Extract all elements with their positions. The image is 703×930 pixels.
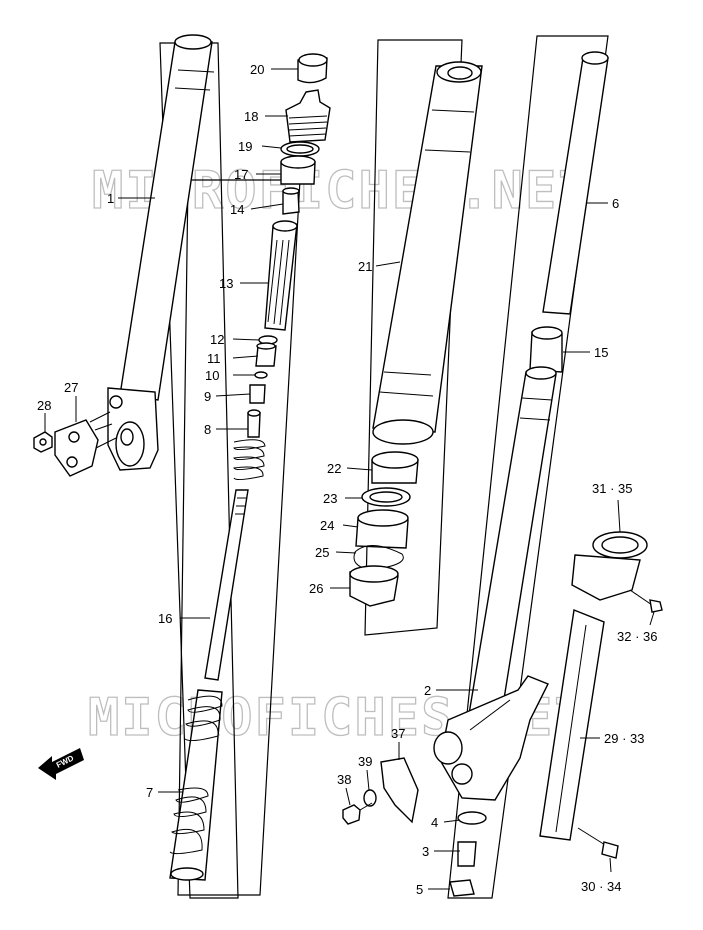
fork-guard-29 — [539, 609, 605, 841]
callout-11: 11 — [207, 351, 221, 366]
ring-10 — [254, 371, 268, 379]
callout-30-34: 30 · 34 — [581, 879, 621, 894]
callout-18: 18 — [244, 109, 258, 124]
nut-28 — [33, 431, 53, 453]
o-ring-19 — [280, 141, 320, 157]
clamp-31 — [571, 531, 648, 601]
callout-2: 2 — [424, 683, 431, 698]
fork-tube-21 — [372, 61, 483, 445]
callout-labels: 1 2 3 4 5 6 7 8 9 10 11 12 13 14 15 16 1… — [37, 62, 657, 897]
nut-5 — [449, 879, 475, 897]
cylinder-7 — [169, 689, 223, 881]
callout-39: 39 — [358, 754, 372, 769]
washer-23 — [361, 487, 411, 507]
callout-4: 4 — [431, 815, 438, 830]
fwd-arrow-icon: FWD — [38, 748, 84, 780]
callout-32-36: 32 · 36 — [617, 629, 657, 644]
callout-38: 38 — [337, 772, 351, 787]
bolt-3 — [457, 841, 477, 867]
callout-16: 16 — [158, 611, 172, 626]
oil-seal-24 — [355, 509, 409, 549]
axle-bracket — [433, 675, 549, 801]
washer-39 — [363, 789, 377, 807]
callout-29-33: 29 · 33 — [604, 731, 644, 746]
callout-7: 7 — [146, 785, 153, 800]
callout-23: 23 — [323, 491, 337, 506]
callout-25: 25 — [315, 545, 329, 560]
callout-5: 5 — [416, 882, 423, 897]
bushing-22 — [371, 451, 419, 484]
callout-9: 9 — [204, 389, 211, 404]
callout-22: 22 — [327, 461, 341, 476]
callout-17: 17 — [234, 167, 248, 182]
callout-26: 26 — [309, 581, 323, 596]
frame-damper-rod — [177, 179, 301, 896]
frame-cartridge — [364, 39, 463, 636]
callout-21: 21 — [358, 259, 372, 274]
callout-28: 28 — [37, 398, 51, 413]
bolt-32 — [629, 589, 663, 613]
inner-tube-2 — [467, 366, 557, 725]
callout-12: 12 — [210, 332, 224, 347]
damper-rod-16 — [204, 489, 249, 681]
circlip-25 — [353, 545, 404, 571]
frame-inner-tube-right — [447, 35, 609, 899]
callout-20: 20 — [250, 62, 264, 77]
spring-collar-13 — [264, 220, 298, 331]
piston-8 — [247, 409, 261, 438]
dust-seal-26 — [349, 565, 399, 607]
callout-37: 37 — [391, 726, 405, 741]
guide-15 — [529, 326, 563, 373]
callout-14: 14 — [230, 202, 244, 217]
bolt-30 — [577, 827, 619, 859]
bracket-37 — [380, 757, 419, 824]
callout-13: 13 — [219, 276, 233, 291]
callout-6: 6 — [612, 196, 619, 211]
collar-11 — [255, 342, 277, 367]
callout-24: 24 — [320, 518, 334, 533]
callout-3: 3 — [422, 844, 429, 859]
callout-31-35: 31 · 35 — [592, 481, 632, 496]
nut-14 — [282, 187, 300, 215]
outer-tube-left — [107, 34, 215, 471]
rebound-spring — [233, 439, 266, 481]
cap-bolt-18 — [285, 89, 331, 143]
nut-17 — [280, 155, 316, 185]
callout-1: 1 — [107, 191, 114, 206]
bushing-9 — [249, 384, 266, 404]
axle-holder-cap — [54, 411, 117, 477]
callout-8: 8 — [204, 422, 211, 437]
top-cap-20 — [297, 53, 328, 84]
callout-10: 10 — [205, 368, 219, 383]
guard-6 — [542, 51, 609, 315]
bolt-38 — [342, 802, 373, 825]
callout-19: 19 — [238, 139, 252, 154]
washer-4 — [457, 811, 487, 825]
leader-lines — [44, 68, 655, 890]
callout-27: 27 — [64, 380, 78, 395]
callout-15: 15 — [594, 345, 608, 360]
